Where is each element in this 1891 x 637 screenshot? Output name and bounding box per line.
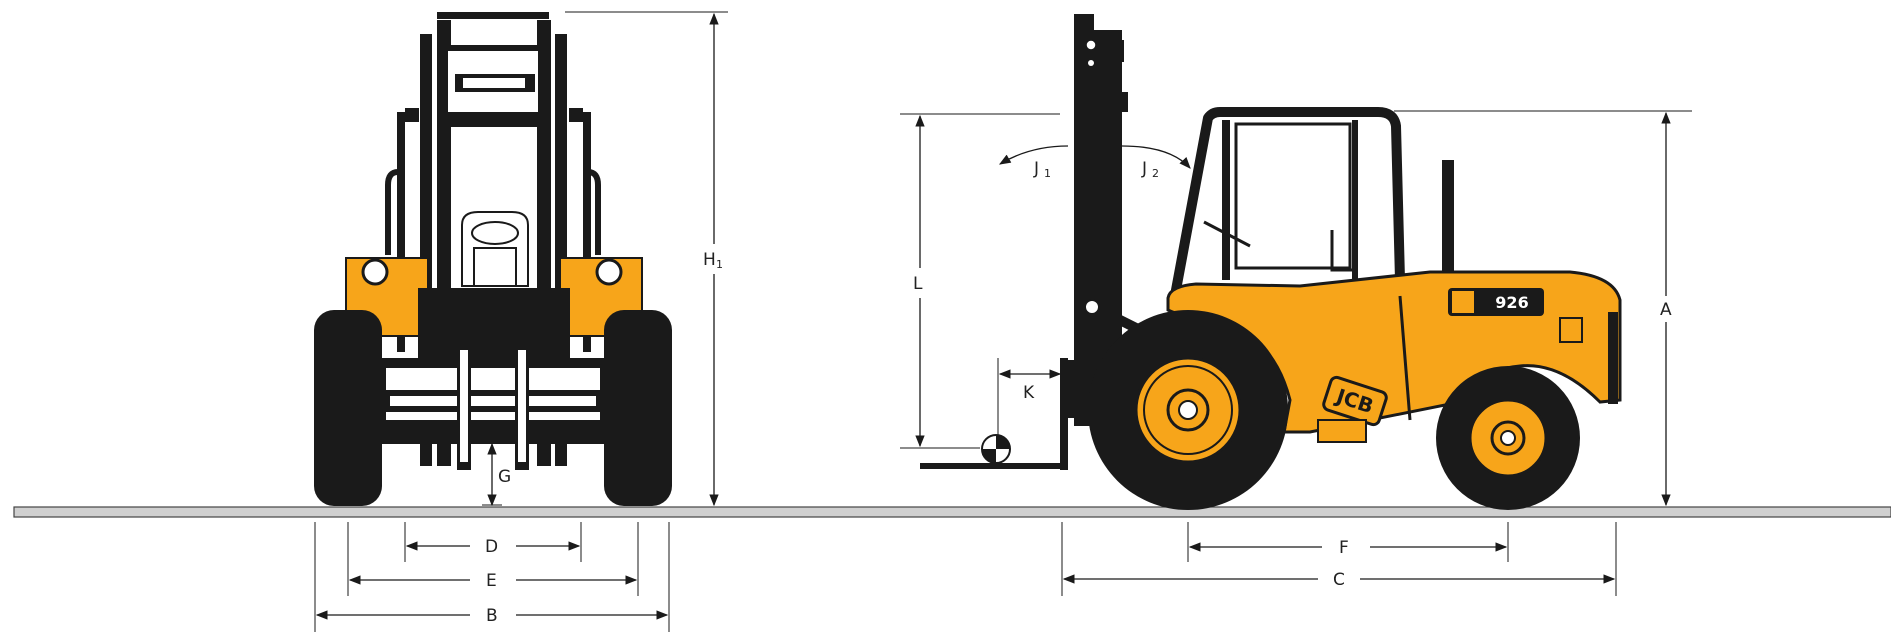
dim-b: [314, 522, 670, 632]
dim-h1: [565, 11, 728, 507]
dim-label-l: L: [913, 274, 923, 294]
model-badge: 926: [1495, 293, 1528, 312]
ground-line: [13, 506, 1891, 518]
dim-l: [900, 113, 1060, 449]
dim-label-f: F: [1339, 538, 1349, 558]
jcb-logo-icon: 926: [1448, 288, 1544, 316]
dim-a: [1394, 110, 1692, 507]
dim-g: [482, 442, 502, 507]
dim-c: [1061, 522, 1617, 596]
dim-k: [997, 358, 1062, 436]
dim-j-tilt: [998, 145, 1191, 169]
forklift-front-view: [314, 12, 672, 506]
dim-label-k: K: [1023, 383, 1035, 403]
dim-label-g: G: [498, 467, 511, 487]
dim-label-j1: J: [1033, 159, 1039, 179]
dim-label-j1-sub: 1: [1044, 167, 1051, 180]
jcb-side-logo: JCB: [1322, 375, 1388, 427]
dim-label-h-sub: 1: [716, 258, 723, 271]
dim-label-d: D: [485, 537, 498, 557]
dim-label-j2-sub: 2: [1152, 167, 1159, 180]
dim-label-j2: J: [1141, 159, 1147, 179]
dim-label-e: E: [486, 571, 497, 591]
forklift-side-view: 926 JCB: [920, 14, 1622, 510]
dim-label-c: C: [1333, 570, 1345, 590]
dim-label-a: A: [1660, 300, 1672, 320]
dim-e: [347, 522, 639, 596]
dim-label-h: H: [703, 250, 716, 270]
dim-label-b: B: [486, 606, 498, 626]
load-centre-icon: [981, 434, 1011, 464]
dim-d: [404, 522, 582, 562]
dim-f: [1187, 522, 1509, 562]
